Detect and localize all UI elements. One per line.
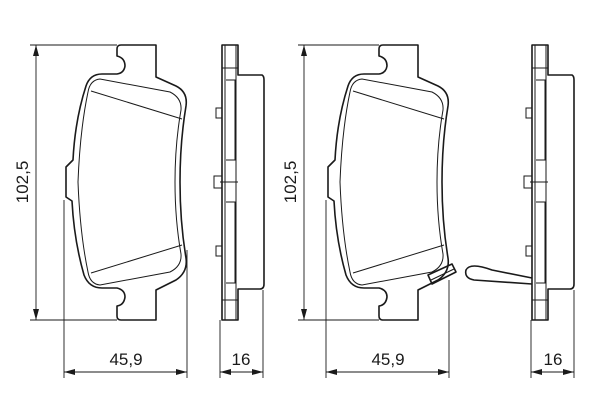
thickness-label: 16	[544, 350, 563, 369]
thickness-label: 16	[232, 350, 251, 369]
side-outline	[523, 44, 575, 321]
pad-with-sensor-front-view: 102,5 45,9	[281, 44, 457, 378]
height-label: 102,5	[13, 161, 32, 204]
height-label: 102,5	[281, 161, 300, 204]
pad-with-sensor-side-view: 16	[464, 44, 575, 378]
pad-outline	[65, 44, 188, 321]
width-label: 45,9	[371, 350, 404, 369]
width-label: 45,9	[109, 350, 142, 369]
height-dimension: 102,5	[281, 44, 379, 321]
height-dimension: 102,5	[13, 44, 117, 321]
pad-front-view: 102,5 45,9	[13, 44, 188, 378]
width-dimension: 45,9	[63, 200, 188, 378]
wear-sensor-connector	[427, 263, 457, 285]
width-dimension: 45,9	[325, 200, 450, 378]
side-outline	[213, 44, 265, 321]
pad-side-view: 16	[213, 44, 265, 378]
wear-sensor-wire	[464, 265, 533, 285]
